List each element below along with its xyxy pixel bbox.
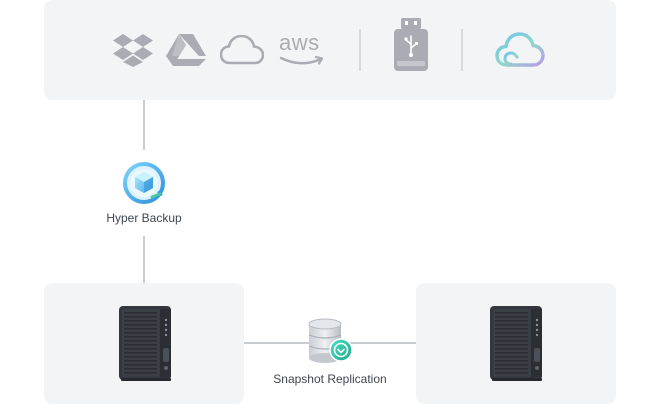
snapshot-replication-icon: [308, 318, 353, 363]
connector-bottom: [143, 236, 145, 283]
cloud-icon: [220, 35, 264, 65]
google-drive-icon: [166, 34, 206, 66]
divider-2: [461, 29, 463, 71]
snapshot-replication-label: Snapshot Replication: [273, 372, 387, 386]
aws-smile-arrow: [279, 55, 324, 65]
hyper-backup-label: Hyper Backup: [106, 211, 182, 225]
divider-1: [359, 29, 361, 71]
hyper-backup-icon: [123, 162, 165, 204]
dropbox-icon: [113, 34, 153, 67]
usb-drive-icon: [394, 18, 428, 71]
aws-logo-text: aws: [279, 30, 320, 55]
nas-device-icon: [119, 306, 171, 381]
nas-device-icon: [490, 306, 542, 381]
aws-icon: aws: [277, 30, 327, 68]
synology-c2-cloud-icon: [495, 32, 545, 67]
connector-top: [143, 100, 145, 150]
